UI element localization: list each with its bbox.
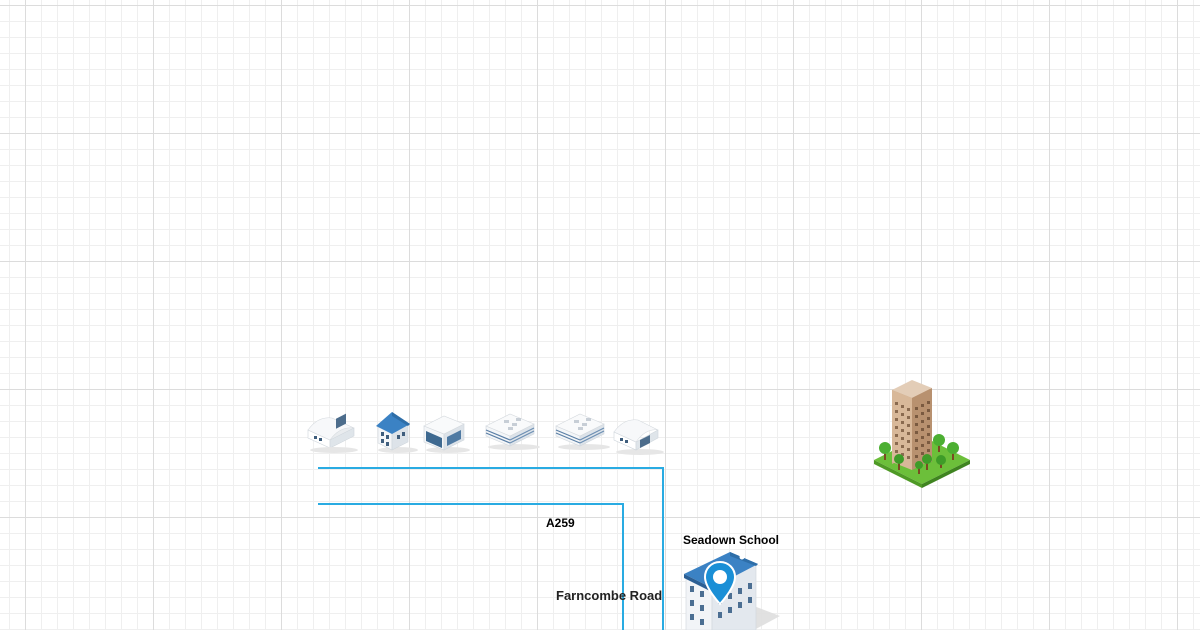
location-pin-icon	[703, 560, 737, 606]
garage-icon	[423, 415, 470, 453]
office-building-icon	[485, 413, 540, 450]
road-name-label: Farncombe Road	[556, 588, 663, 603]
house-blue-roof-icon	[376, 412, 418, 453]
office-building-icon	[555, 413, 610, 450]
road-number-label: A259	[546, 516, 575, 530]
school-name-label: Seadown School	[683, 533, 780, 547]
warehouse-icon	[613, 419, 664, 455]
warehouse-icon	[307, 413, 358, 453]
road-inner-line	[318, 503, 624, 630]
apartment-tower-park-icon	[874, 380, 970, 488]
road-outer-line	[318, 467, 664, 630]
